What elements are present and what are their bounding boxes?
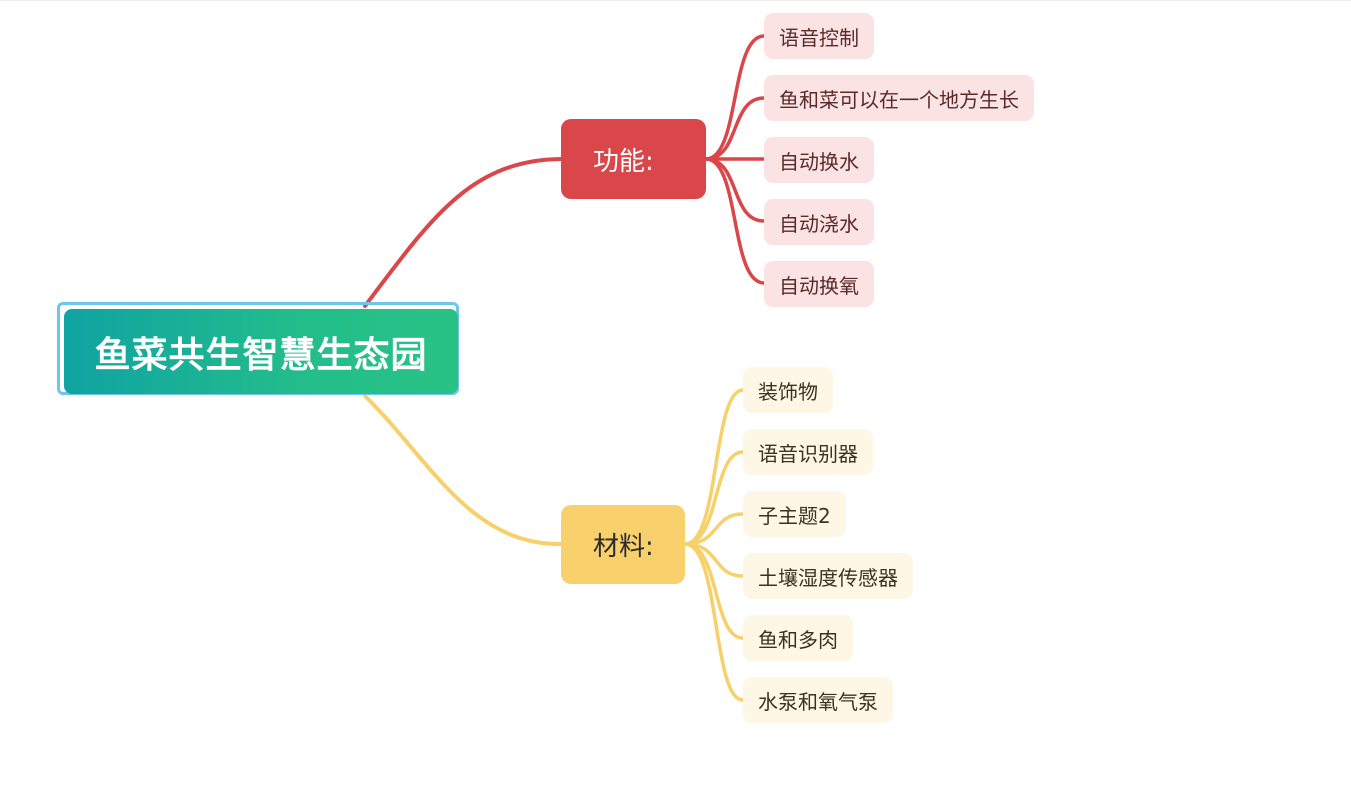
connector-function-leaf <box>704 34 766 161</box>
connector-function-leaf <box>704 96 766 161</box>
leaf-label: 鱼和多肉 <box>758 627 838 652</box>
leaf-label: 自动浇水 <box>779 211 859 236</box>
leaf-voice-control[interactable]: 语音控制 <box>764 13 874 59</box>
connector-root-function <box>363 157 563 308</box>
branch-materials-label: 材料: <box>593 532 654 562</box>
leaf-voice-recognizer[interactable]: 语音识别器 <box>743 429 873 475</box>
leaf-decorations[interactable]: 装饰物 <box>743 367 833 413</box>
leaf-label: 子主题2 <box>758 503 831 528</box>
leaf-label: 语音识别器 <box>758 441 858 466</box>
leaf-label: 土壤湿度传感器 <box>758 565 898 590</box>
leaf-auto-oxygen[interactable]: 自动换氧 <box>764 261 874 307</box>
connector-root-materials <box>363 394 563 547</box>
leaf-label: 语音控制 <box>779 25 859 50</box>
branch-function-label: 功能: <box>593 146 654 177</box>
leaf-label: 鱼和菜可以在一个地方生长 <box>779 87 1019 112</box>
leaf-label: 自动换氧 <box>779 273 859 298</box>
leaf-label: 水泵和氧气泵 <box>758 689 878 714</box>
branch-function[interactable]: 功能: <box>561 119 706 199</box>
leaf-fish-and-succulents[interactable]: 鱼和多肉 <box>743 615 853 661</box>
leaf-label: 自动换水 <box>779 149 859 174</box>
connector-materials-leaf <box>683 450 745 546</box>
leaf-soil-moisture-sensor[interactable]: 土壤湿度传感器 <box>743 553 913 599</box>
connector-function-leaf <box>704 157 766 223</box>
top-divider <box>0 0 1351 1</box>
connector-materials-leaf <box>683 388 745 546</box>
leaf-subtopic-2[interactable]: 子主题2 <box>743 491 846 537</box>
connector-function-leaf <box>704 157 766 285</box>
root-topic-label: 鱼菜共生智慧生态园 <box>94 334 428 376</box>
leaf-label: 装饰物 <box>758 379 818 404</box>
branch-materials[interactable]: 材料: <box>561 505 685 584</box>
leaf-water-and-air-pump[interactable]: 水泵和氧气泵 <box>743 677 893 723</box>
root-topic[interactable]: 鱼菜共生智慧生态园 <box>64 309 458 394</box>
leaf-auto-water-change[interactable]: 自动换水 <box>764 137 874 183</box>
connector-materials-leaf <box>683 542 745 702</box>
leaf-auto-watering[interactable]: 自动浇水 <box>764 199 874 245</box>
leaf-fish-and-veg-together[interactable]: 鱼和菜可以在一个地方生长 <box>764 75 1034 121</box>
